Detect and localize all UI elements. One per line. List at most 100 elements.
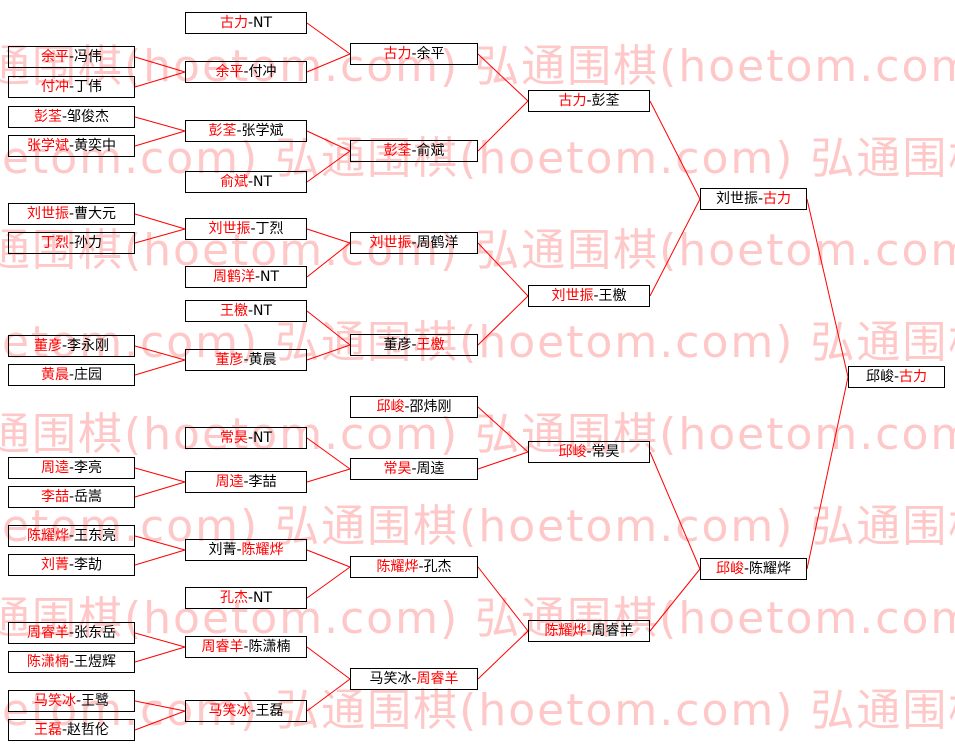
player1-name: 陈耀烨 [376,559,419,575]
vs-separator: - [250,221,256,237]
player2-name: 王鹭 [81,693,110,709]
match-box-r3-8: 马笑冰-周睿羊 [350,668,478,690]
player1-name: 俞斌 [219,174,248,190]
player2-name: NT [253,303,273,319]
vs-separator: - [411,337,417,353]
player1-name: 彭荃 [383,143,412,159]
vs-separator: - [247,15,254,31]
player1-name: 刘世振 [551,288,594,304]
vs-separator: - [586,444,592,460]
connector-line [306,53,351,73]
player1-name: 周鹤洋 [212,269,255,285]
match-box-r1-7: 董彦-李永刚 [8,335,135,357]
connector-line [306,468,351,483]
vs-separator: - [593,288,599,304]
player2-name: 赵哲伦 [67,722,110,738]
player1-name: 古力 [219,15,248,31]
player1-name: 陈潇楠 [26,654,69,670]
player2-name: NT [253,430,273,446]
player1-name: 彭荃 [208,123,237,139]
connector-line [477,566,529,632]
vs-separator: - [68,489,75,505]
connector-line [306,242,351,278]
match-box-r4-4: 陈耀烨-周睿羊 [528,620,650,642]
connector-line [134,710,186,731]
vs-separator: - [68,49,75,65]
player1-name: 刘世振 [208,221,251,237]
vs-separator: - [68,206,75,222]
vs-separator: - [743,561,750,577]
player1-name: 马笑冰 [369,671,412,687]
match-box-r5-1: 刘世振-古力 [700,188,807,210]
player1-name: 丁烈 [40,235,69,251]
vs-separator: - [418,559,424,575]
match-box-r3-1: 古力-余平 [350,43,478,65]
player1-name: 周逵 [215,474,244,490]
player1-name: 黄晨 [40,367,69,383]
vs-separator: - [247,590,254,606]
player2-name: 陈耀烨 [749,561,792,577]
player2-name: NT [260,269,280,285]
player2-name: 李喆 [248,474,277,490]
player1-name: 王檄 [219,303,248,319]
connector-line [306,437,351,470]
connector-line [134,213,186,230]
player2-name: 王东亮 [74,528,117,544]
connector-line [134,632,186,648]
vs-separator: - [68,528,75,544]
match-box-r3-3: 刘世振-周鹤洋 [350,232,478,254]
connector-line [306,310,351,346]
connector-line [306,228,351,244]
player1-name: 李喆 [40,489,69,505]
match-box-r3-7: 陈耀烨-孔杰 [350,556,478,578]
match-box-r1-16: 王磊-赵哲伦 [8,719,135,741]
match-box-r2-4: 俞斌-NT [185,171,307,193]
vs-separator: - [236,542,242,558]
player1-name: 常昊 [219,430,248,446]
connector-line [649,100,701,200]
connector-line [477,406,529,453]
player2-name: 王檄 [598,288,627,304]
connector-line [306,22,351,55]
player1-name: 刘世振 [26,206,69,222]
vs-separator: - [68,460,75,476]
player2-name: 冯伟 [74,49,103,65]
player2-name: 周睿羊 [416,671,459,687]
match-box-final: 邱峻-古力 [848,366,945,388]
player2-name: 王檄 [416,337,445,353]
match-box-r1-13: 周睿羊-张东岳 [8,622,135,644]
player2-name: 彭荃 [591,93,620,109]
player1-name: 刘世振 [715,191,758,207]
vs-separator: - [586,623,592,639]
vs-separator: - [61,109,68,125]
connector-line [134,345,186,361]
vs-separator: - [247,430,254,446]
connector-line [134,646,186,663]
connector-line [134,56,186,73]
player1-name: 董彦 [383,337,412,353]
vs-separator: - [243,64,249,80]
watermark-text: 弘通围棋(hoetom.com) 弘通围棋(hoetom.com) 弘通围棋(h… [0,501,955,552]
connector-line [477,242,529,297]
connector-line [134,130,186,147]
player2-name: 张东岳 [74,625,117,641]
match-box-r4-3: 邱峻-常昊 [528,441,650,463]
player1-name: 邱峻 [558,444,587,460]
match-box-r4-1: 古力-彭荃 [528,90,650,112]
connector-line [649,451,701,570]
player2-name: 丁烈 [255,221,284,237]
player2-name: 王磊 [255,703,284,719]
player2-name: 李永刚 [67,338,110,354]
match-box-r5-2: 邱峻-陈耀烨 [700,558,807,580]
match-box-r2-6: 周鹤洋-NT [185,266,307,288]
connector-line [134,359,186,376]
player2-name: NT [253,590,273,606]
vs-separator: - [411,46,417,62]
player1-name: 邱峻 [376,399,405,415]
match-box-r1-15: 马笑冰-王鹭 [8,690,135,712]
player2-name: 岳嵩 [74,489,103,505]
vs-separator: - [61,338,68,354]
connector-line [306,549,351,568]
match-box-r2-11: 刘菁-陈耀烨 [185,539,307,561]
